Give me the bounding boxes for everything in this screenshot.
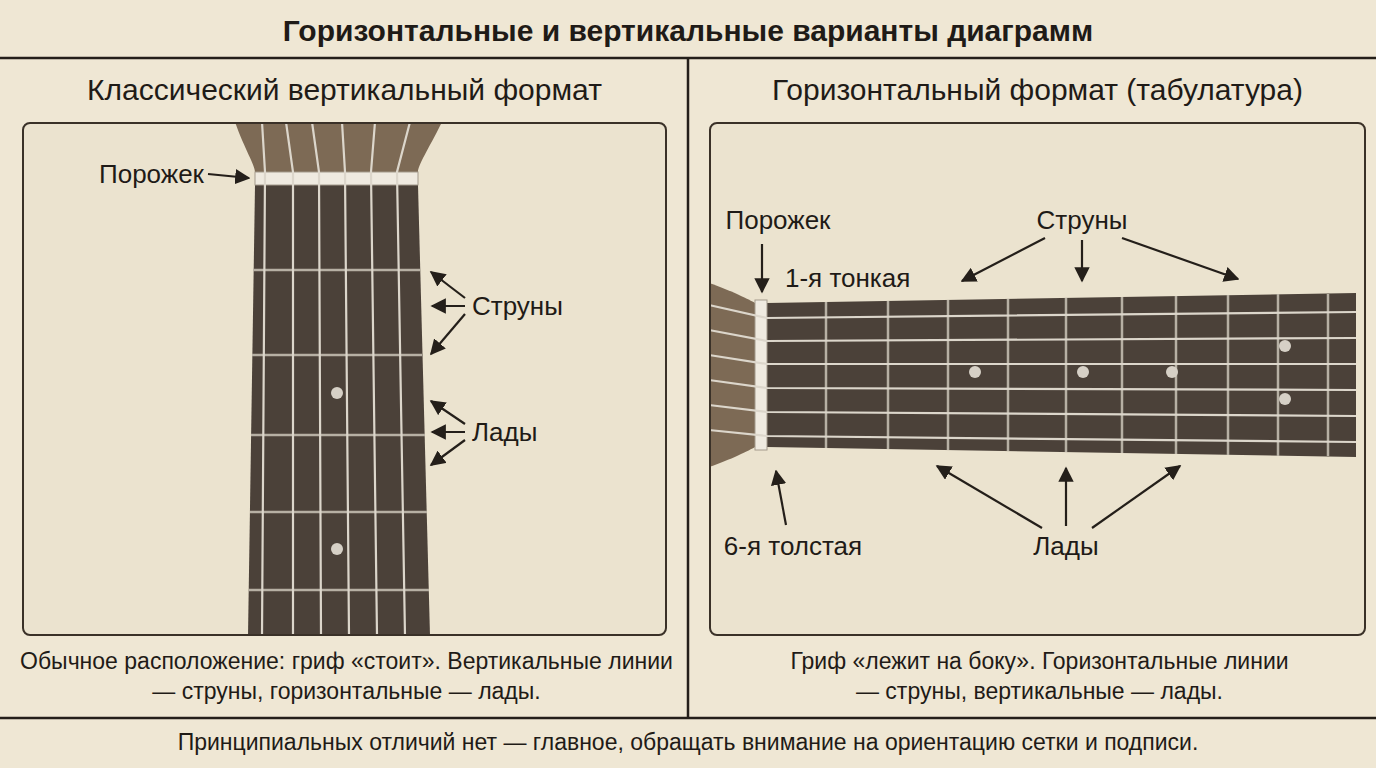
vertical-neck bbox=[371, 122, 377, 636]
panel-ground bbox=[22, 122, 1366, 636]
vertical-neck bbox=[331, 387, 343, 399]
frame-lines bbox=[687, 58, 690, 718]
leader-arrow bbox=[1065, 468, 1067, 526]
leader-arrow bbox=[208, 174, 1238, 528]
vertical-neck bbox=[262, 122, 410, 636]
vertical-neck bbox=[250, 511, 427, 514]
horizontal-neck bbox=[1227, 295, 1230, 455]
horizontal-neck bbox=[709, 305, 1356, 442]
leader-arrow bbox=[208, 174, 249, 178]
leader-arrow bbox=[962, 238, 1045, 281]
part-label: Порожек bbox=[99, 159, 204, 189]
part-label: Лады bbox=[1033, 531, 1098, 561]
vertical-neck bbox=[331, 387, 343, 555]
part-label: Лады bbox=[472, 417, 537, 447]
horizontal-neck bbox=[709, 330, 1356, 341]
panel-heading: Горизонтальный формат (табулатура) bbox=[691, 72, 1376, 108]
frame-lines bbox=[0, 58, 1376, 718]
vertical-neck bbox=[262, 122, 265, 636]
horizontal-neck bbox=[755, 300, 767, 450]
horizontal-neck bbox=[887, 301, 890, 449]
leader-arrow bbox=[761, 244, 763, 292]
part-label: 6-я толстая bbox=[724, 531, 862, 561]
horizontal-neck bbox=[709, 380, 1356, 390]
vertical-neck bbox=[255, 172, 418, 185]
panel-caption: Обычное расположение: гриф «стоит». Верт… bbox=[17, 646, 677, 706]
vertical-neck bbox=[249, 589, 429, 592]
panel-heading: Классический вертикальный формат bbox=[4, 72, 685, 108]
horizontal-neck bbox=[1279, 340, 1291, 352]
leader-arrow bbox=[1092, 466, 1180, 528]
leader-arrow bbox=[431, 272, 465, 298]
leader-arrow bbox=[431, 440, 465, 465]
title: Горизонтальные и вертикальные варианты д… bbox=[0, 12, 1376, 50]
leader-arrow bbox=[1122, 238, 1238, 279]
horizontal-neck bbox=[709, 355, 1356, 364]
panel-ground bbox=[22, 122, 667, 636]
vertical-neck bbox=[342, 122, 349, 636]
leader-arrow bbox=[431, 314, 465, 354]
horizontal-neck bbox=[969, 366, 981, 378]
horizontal-neck bbox=[1065, 298, 1068, 452]
vertical-neck bbox=[331, 543, 343, 555]
leader-arrow bbox=[776, 471, 786, 525]
vertical-neck bbox=[248, 185, 430, 636]
vertical-neck bbox=[252, 354, 422, 357]
horizontal-neck bbox=[1327, 294, 1330, 456]
vertical-neck bbox=[253, 269, 420, 272]
horizontal-neck bbox=[1121, 297, 1124, 453]
horizontal-neck bbox=[1007, 299, 1010, 451]
horizontal-neck bbox=[1166, 366, 1178, 378]
leader-arrow bbox=[432, 305, 465, 307]
vertical-neck bbox=[251, 434, 425, 437]
horizontal-neck bbox=[947, 300, 950, 450]
horizontal-neck bbox=[826, 294, 1328, 456]
vertical-neck bbox=[235, 122, 442, 172]
panel-ground bbox=[709, 122, 1366, 636]
leader-arrow bbox=[1081, 240, 1083, 281]
part-label: Порожек bbox=[725, 205, 830, 235]
panel-caption: Гриф «лежит на боку». Горизонтальные лин… bbox=[790, 646, 1290, 706]
vertical-neck bbox=[235, 122, 442, 636]
horizontal-neck bbox=[709, 430, 1356, 442]
part-label: Струны bbox=[472, 291, 563, 321]
horizontal-neck bbox=[1279, 393, 1291, 405]
horizontal-neck bbox=[1277, 294, 1280, 456]
horizontal-neck bbox=[709, 405, 1356, 416]
leader-arrow bbox=[937, 466, 1042, 528]
part-label: Струны bbox=[1037, 205, 1128, 235]
footer-caption: Принципиальных отличий нет — главное, об… bbox=[0, 727, 1376, 757]
horizontal-neck bbox=[969, 340, 1291, 405]
horizontal-neck bbox=[709, 283, 1356, 467]
format-panel: Классический вертикальный форматОбычное … bbox=[22, 122, 667, 636]
part-label: 1-я тонкая bbox=[785, 263, 910, 293]
vertical-neck bbox=[312, 122, 321, 636]
vertical-neck bbox=[286, 122, 293, 636]
horizontal-neck bbox=[709, 305, 1356, 318]
vertical-neck bbox=[397, 122, 410, 636]
horizontal-neck bbox=[1077, 366, 1089, 378]
leader-arrow bbox=[431, 401, 465, 424]
leader-arrow bbox=[432, 431, 465, 433]
horizontal-neck bbox=[825, 302, 828, 448]
